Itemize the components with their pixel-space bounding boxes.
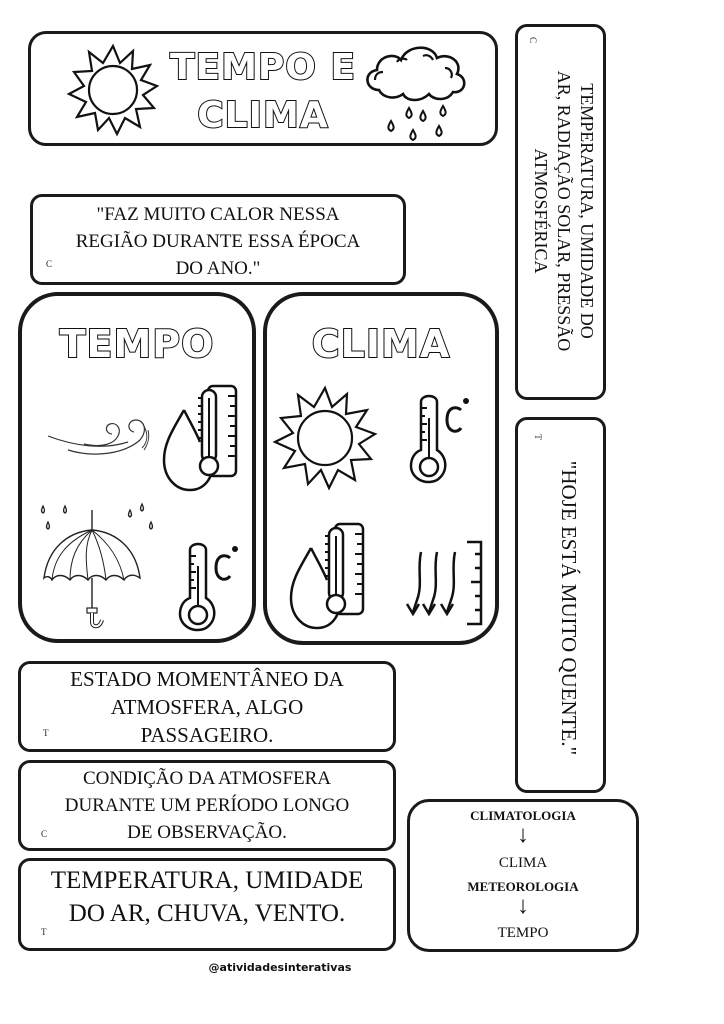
flow-climatologia: CLIMATOLOGIA — [470, 808, 576, 823]
humidity-thermometer-icon — [289, 522, 365, 630]
sun-icon — [66, 43, 160, 137]
text-line: ESTADO MOMENTÂNEO DA — [70, 667, 344, 691]
humidity-thermometer-icon — [162, 384, 238, 492]
text-line: AR, RADIAÇÃO SOLAR, PRESSÃO — [554, 70, 574, 352]
definition-card-text: ESTADO MOMENTÂNEO DA ATMOSFERA, ALGO PAS… — [21, 665, 393, 749]
quote-card-text: "FAZ MUITO CALOR NESSA REGIÃO DURANTE ES… — [33, 201, 403, 282]
definition-card-weather-elements[interactable]: TEMPERATURA, UMIDADE DO AR, CHUVA, VENTO… — [18, 858, 396, 951]
flow-clima: CLIMA — [498, 855, 548, 871]
card-tag: C — [46, 259, 53, 269]
thermometer-celsius-icon — [409, 394, 469, 484]
flow-tempo: TEMPO — [497, 925, 549, 941]
header-banner: TEMPO E CLIMA — [28, 31, 498, 146]
precipitation-gauge-icon — [405, 540, 483, 626]
card-tag: T — [532, 434, 543, 440]
text-line: CONDIÇÃO DA ATMOSFERA — [82, 768, 332, 789]
text-line: TEMPERATURA, UMIDADE — [50, 867, 364, 894]
card-tag: T — [43, 728, 49, 738]
text-line: ATMOSFÉRICA — [531, 148, 551, 274]
clima-panel-title: CLIMA — [311, 321, 451, 367]
wind-icon — [47, 419, 150, 455]
side-card-hot-today[interactable]: T "HOJE ESTÁ MUITO QUENTE." — [515, 417, 606, 793]
umbrella-rain-icon — [40, 502, 154, 629]
quote-card-hot-region[interactable]: "FAZ MUITO CALOR NESSA REGIÃO DURANTE ES… — [30, 194, 406, 285]
text-line: DE OBSERVAÇÃO. — [127, 822, 287, 843]
text-line: TEMPERATURA, UMIDADE DO — [577, 83, 597, 339]
flow-card-climatology-meteorology: CLIMATOLOGIA ↓ CLIMA METEOROLOGIA ↓ TEMP… — [407, 799, 639, 952]
side-card-text: TEMPERATURA, UMIDADE DO AR, RADIAÇÃO SOL… — [529, 41, 598, 381]
text-line: "FAZ MUITO CALOR NESSA — [96, 204, 340, 225]
header-title-line2: CLIMA — [196, 95, 329, 137]
text-line: DURANTE UM PERÍODO LONGO — [64, 795, 350, 816]
tempo-panel-title: TEMPO — [59, 321, 215, 367]
text-line: REGIÃO DURANTE ESSA ÉPOCA — [75, 231, 361, 252]
flow-meteorologia: METEOROLOGIA — [467, 879, 579, 894]
rain-cloud-icon — [366, 46, 466, 142]
sun-icon — [272, 385, 378, 491]
definition-card-text: TEMPERATURA, UMIDADE DO AR, CHUVA, VENTO… — [21, 864, 393, 930]
definition-card-text: CONDIÇÃO DA ATMOSFERA DURANTE UM PERÍODO… — [21, 765, 393, 846]
card-tag: C — [41, 829, 48, 839]
header-title-line1: TEMPO E — [169, 47, 357, 89]
card-tag: T — [41, 927, 47, 937]
definition-card-clima[interactable]: CONDIÇÃO DA ATMOSFERA DURANTE UM PERÍODO… — [18, 760, 396, 851]
text-line: DO AR, CHUVA, VENTO. — [68, 900, 346, 927]
thermometer-celsius-icon — [178, 542, 238, 632]
arrow-down-icon: ↓ — [517, 822, 529, 848]
footer-credit: @atividadesinterativas — [208, 961, 352, 974]
text-line: ATMOSFERA, ALGO — [110, 695, 304, 719]
clima-panel: CLIMA — [263, 292, 499, 645]
arrow-down-icon: ↓ — [517, 893, 529, 919]
side-card-weather-elements[interactable]: C TEMPERATURA, UMIDADE DO AR, RADIAÇÃO S… — [515, 24, 606, 400]
definition-card-tempo[interactable]: ESTADO MOMENTÂNEO DA ATMOSFERA, ALGO PAS… — [18, 661, 396, 752]
text-line: PASSAGEIRO. — [140, 723, 274, 747]
side-card-text: "HOJE ESTÁ MUITO QUENTE." — [557, 460, 581, 756]
text-line: DO ANO." — [175, 258, 261, 279]
tempo-panel: TEMPO — [18, 292, 256, 643]
